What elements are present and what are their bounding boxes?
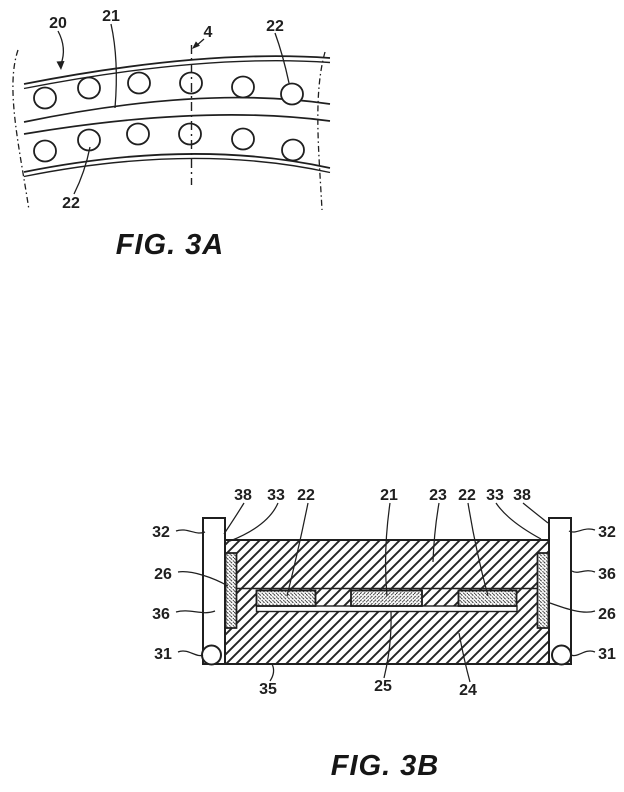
leader-22-right [467, 502, 489, 597]
plate-25 [255, 605, 518, 613]
leader-36-right [571, 570, 596, 573]
ref-label-25: 25 [374, 678, 392, 695]
ref-label-22-top: 22 [266, 18, 284, 35]
fig3a-holes-row1 [33, 71, 304, 110]
ref-label-21: 21 [380, 487, 398, 504]
fig3b-leaders [175, 502, 596, 683]
hole [281, 138, 305, 162]
hole [77, 128, 101, 152]
ref-label-33-right: 33 [486, 487, 504, 504]
ref-label-26-left: 26 [154, 566, 172, 583]
fig3a-leaders [56, 23, 290, 195]
leader-26-right [549, 602, 596, 613]
leader-22-bottom [73, 146, 91, 195]
band1-outer-edge-inner [23, 59, 331, 90]
ref-label-31-right: 31 [598, 646, 616, 663]
ref-label-36-left: 36 [152, 606, 170, 623]
element-22-right [457, 589, 518, 607]
leader-23 [432, 502, 440, 563]
leader-25 [383, 611, 392, 679]
leader-38-left [223, 502, 245, 535]
fig3a-holes-row2 [33, 122, 305, 163]
ref-label-22-left: 22 [297, 487, 315, 504]
ref-label-35: 35 [259, 681, 277, 698]
leader-22-left [286, 502, 309, 597]
left-break-line [12, 49, 30, 211]
leader-31-right [570, 650, 596, 657]
strip-26-left [224, 552, 238, 629]
ref-label-38-right: 38 [513, 487, 531, 504]
ref-label-33-left: 33 [267, 487, 285, 504]
hole [231, 75, 255, 99]
ref-label-32-right: 32 [598, 524, 616, 541]
fig3a-drawing: 20 21 4 22 22 [12, 8, 331, 212]
leader-20-arrowhead [56, 61, 65, 70]
leader-20 [57, 30, 65, 65]
ref-label-21: 21 [102, 8, 120, 25]
ref-label-24: 24 [459, 682, 477, 699]
ref-label-22-right: 22 [458, 487, 476, 504]
leader-32-right [568, 528, 596, 533]
fig3b-drawing: 38 33 22 21 23 22 33 38 32 26 36 31 32 3… [152, 487, 616, 699]
left-side-wall-32 [202, 517, 226, 665]
leader-26-left [177, 571, 229, 587]
ref-label-23: 23 [429, 487, 447, 504]
leader-31-left [177, 650, 204, 657]
leader-24 [458, 632, 471, 683]
hole [77, 76, 101, 100]
leader-35 [269, 663, 275, 682]
hole [126, 122, 150, 146]
ref-label-20: 20 [49, 15, 67, 32]
band2-inner-edge-inner [23, 157, 331, 178]
leader-36-left [175, 610, 216, 614]
leader-38-right [522, 502, 549, 524]
embedded-elements-row [255, 589, 518, 607]
hole [280, 82, 304, 106]
leader-21 [110, 23, 117, 109]
strip-26-right [536, 552, 550, 629]
hole [33, 139, 57, 163]
fig3b-caption: FIG. 3B [330, 750, 440, 782]
hole [231, 127, 255, 151]
leader-21 [384, 502, 391, 597]
ref-label-38-left: 38 [234, 487, 252, 504]
element-22-left [255, 589, 317, 607]
seal-strips-26 [224, 552, 550, 629]
right-break-line [317, 51, 326, 211]
leader-33-right [495, 502, 542, 540]
band1-outer-edge [23, 55, 331, 85]
leader-32-left [175, 529, 206, 534]
ref-label-36-right: 36 [598, 566, 616, 583]
hole [33, 86, 57, 110]
band2-upper-edge [23, 114, 331, 135]
fig3a-caption: FIG. 3A [115, 229, 225, 261]
hole [127, 71, 151, 95]
ref-label-26-right: 26 [598, 606, 616, 623]
ref-label-32-left: 32 [152, 524, 170, 541]
leader-33-left [229, 502, 279, 542]
right-side-wall-32 [548, 517, 572, 665]
leader-22-top [274, 32, 290, 84]
ref-label-31-left: 31 [154, 646, 172, 663]
leader-4-arrowhead [192, 41, 200, 49]
ref-label-4: 4 [204, 24, 213, 41]
roller-31-right [551, 644, 572, 666]
roller-31-left [201, 644, 222, 666]
hole [178, 122, 202, 146]
ref-label-22-bottom: 22 [62, 195, 80, 212]
fig3a-band-arcs [23, 55, 331, 178]
